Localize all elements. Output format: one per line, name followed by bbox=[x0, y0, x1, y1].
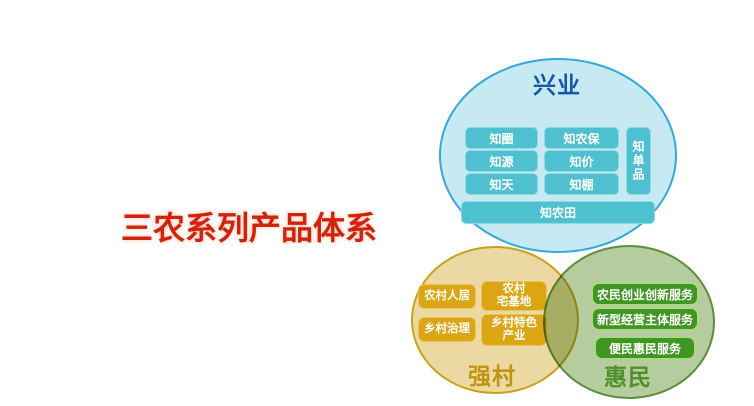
page-title: 三农系列产品体系 bbox=[120, 210, 377, 246]
product-box-zhijia: 知价 bbox=[544, 150, 619, 172]
product-box-zhipeng: 知棚 bbox=[544, 173, 619, 195]
people-box-bianmin: 便民惠民服务 bbox=[594, 336, 696, 360]
product-box-zhinongtian: 知农田 bbox=[461, 201, 655, 224]
village-box-zhili: 乡村治理 bbox=[418, 317, 476, 342]
people-box-chuangye: 农民创业创新服务 bbox=[591, 282, 699, 306]
people-circle-title: 惠民 bbox=[604, 364, 652, 390]
people-box-jingying: 新型经营主体服务 bbox=[591, 307, 699, 331]
product-box-zhiquan: 知圈 bbox=[465, 127, 538, 149]
industry-circle-title: 兴业 bbox=[533, 72, 581, 98]
product-box-zhidanpin: 知单品 bbox=[626, 127, 651, 195]
village-box-zhaijidi: 农村 宅基地 bbox=[481, 281, 547, 311]
village-box-tese: 乡村特色 产业 bbox=[481, 314, 547, 346]
product-box-zhitian: 知天 bbox=[465, 173, 538, 195]
product-box-zhiyuan: 知源 bbox=[465, 150, 538, 172]
village-circle-title: 强村 bbox=[468, 363, 516, 389]
product-box-zhinongbao: 知农保 bbox=[544, 127, 619, 149]
village-box-renju: 农村人居 bbox=[418, 284, 476, 309]
